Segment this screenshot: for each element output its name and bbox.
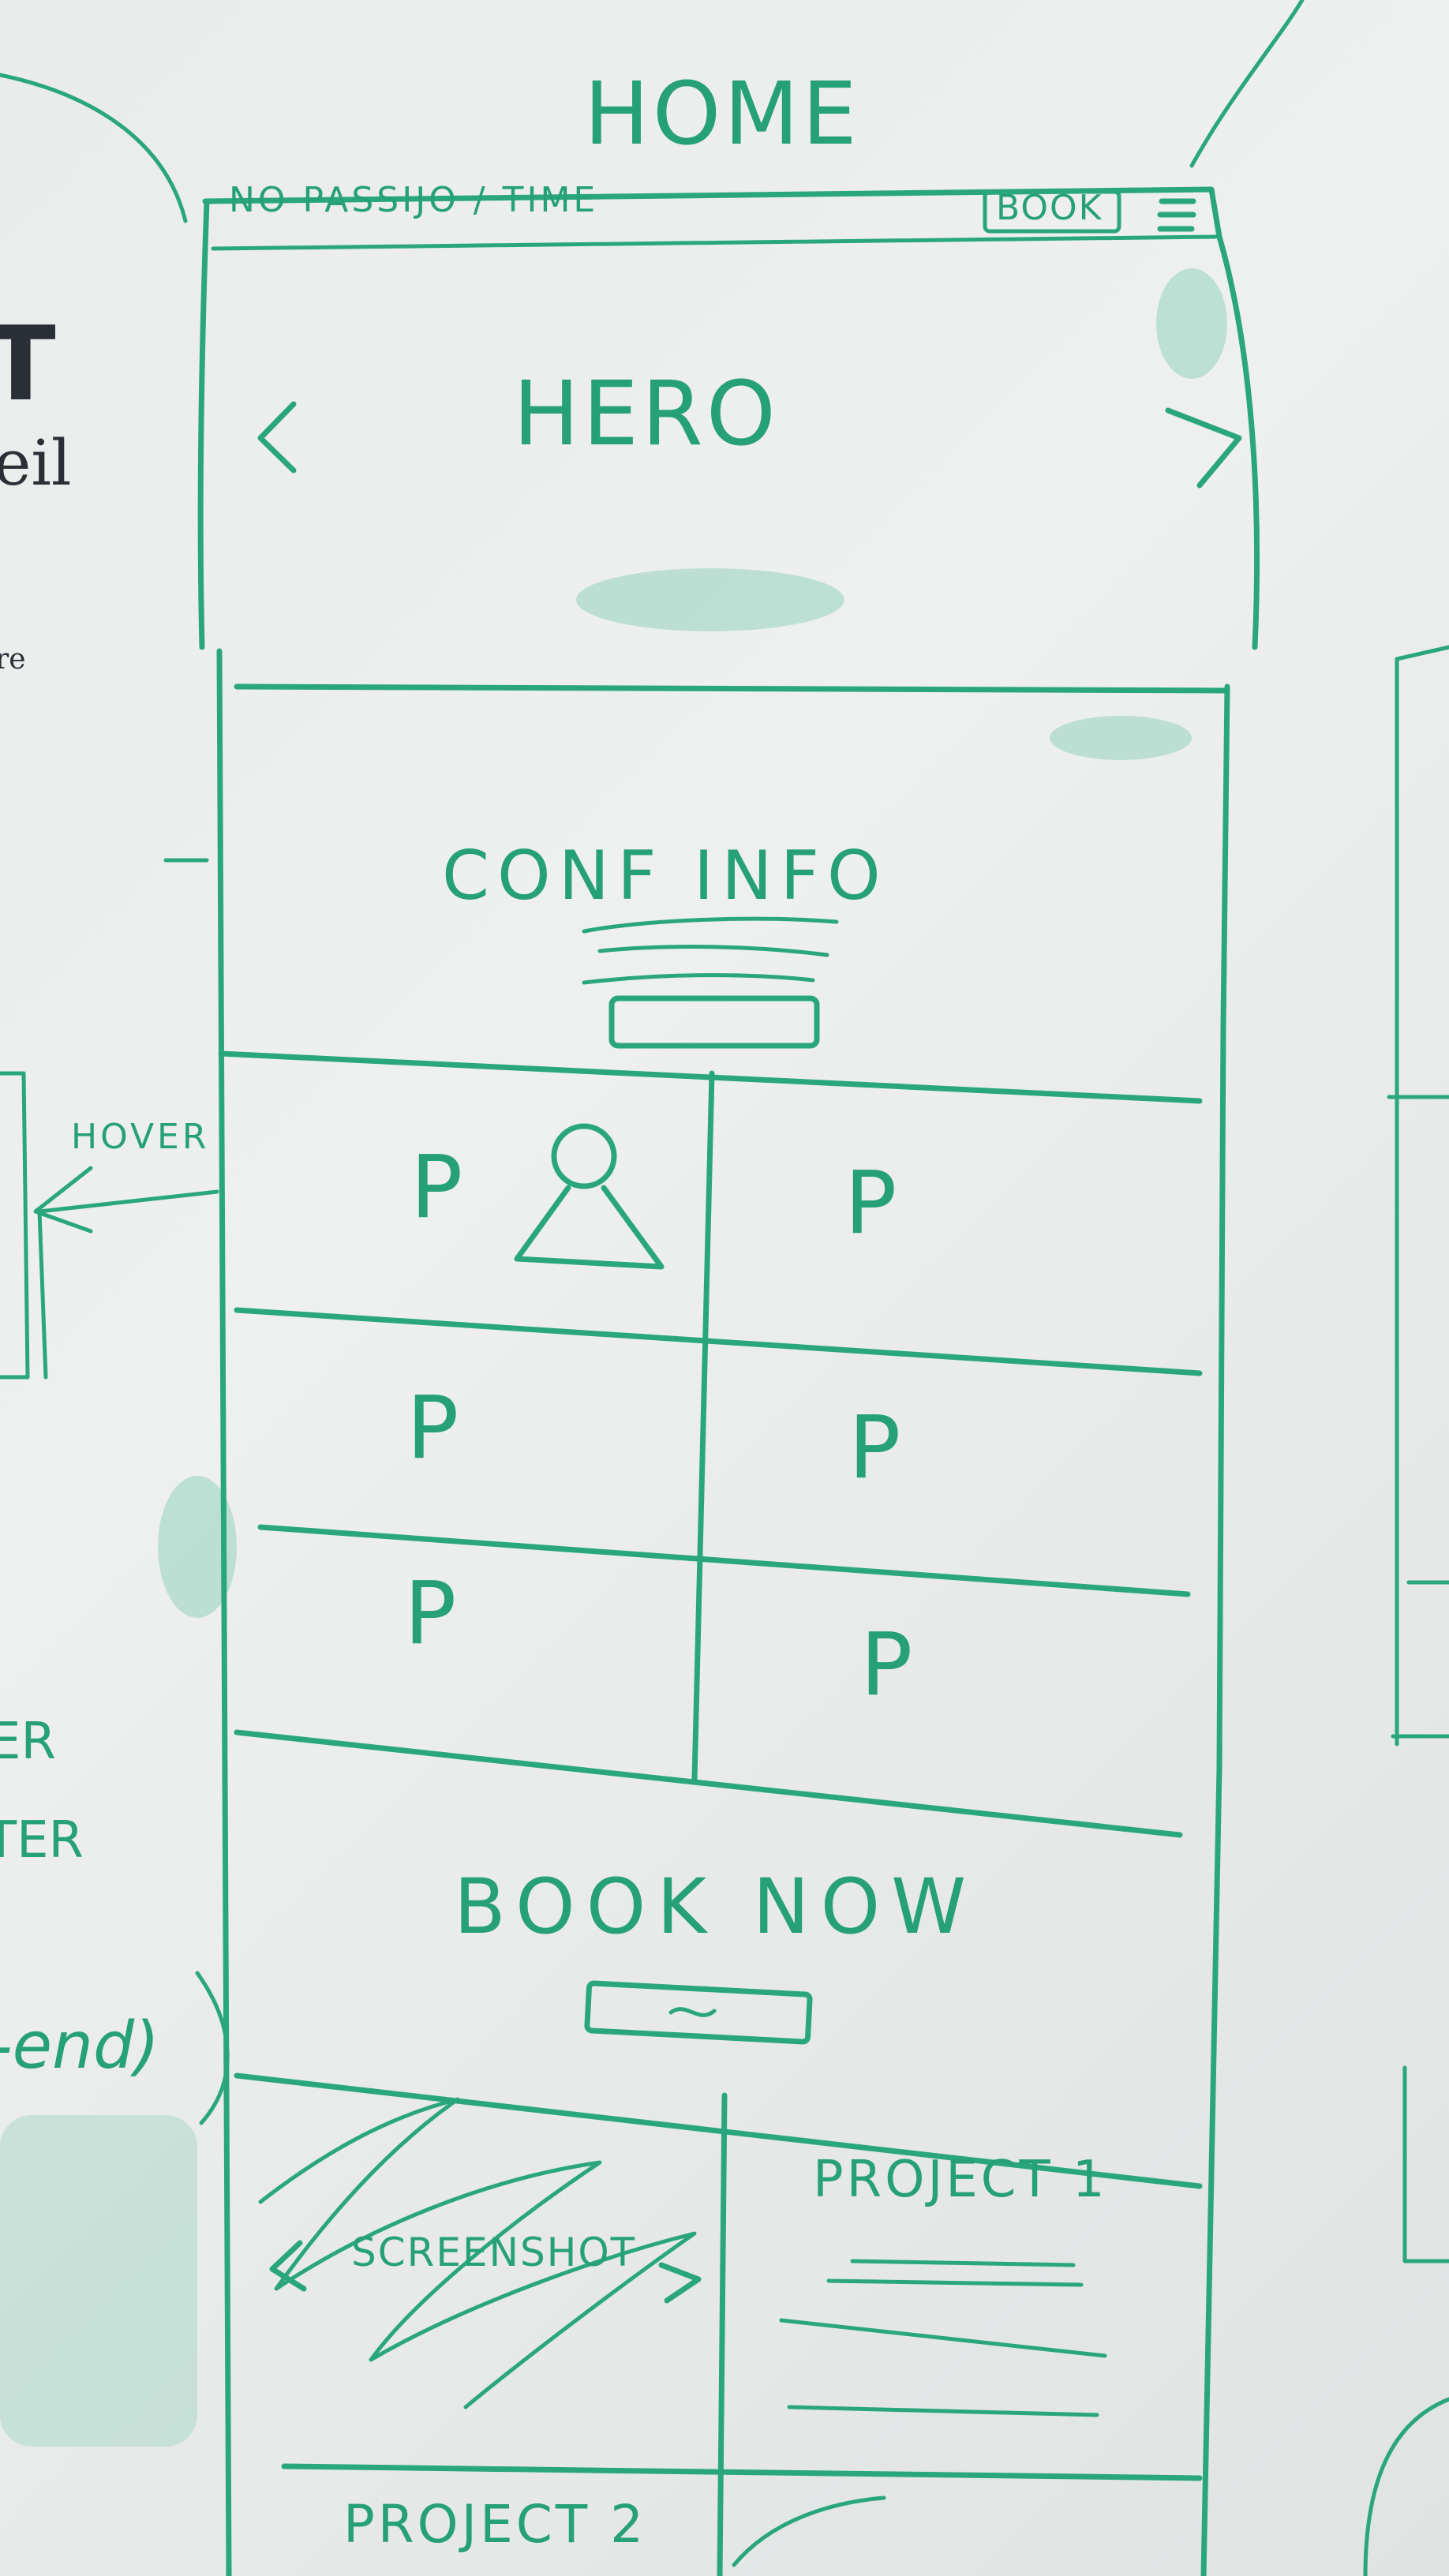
grid-cell-1[interactable]: P [410,1136,466,1237]
book-now-button-squiggle [668,2007,717,2017]
grid-cell-6[interactable]: P [860,1614,916,1715]
project-2-scribble [732,2496,886,2567]
grid-row-line-1 [234,1307,1203,1376]
book-now-button [584,1980,813,2045]
right-arc [1189,0,1305,168]
grid-cell-3[interactable]: P [406,1377,462,1478]
user-avatar-icon [551,1123,617,1189]
grid-bottom-line [234,1729,1183,1838]
hero-prev-chevron [257,401,297,474]
screenshot-next-chevron [658,2262,702,2304]
project-1-line-3 [779,2318,1107,2358]
user-body-icon [514,1185,665,1270]
project-divider [717,2092,728,2576]
grid-row-line-2 [257,1524,1191,1597]
project-1-line-2 [826,2278,1084,2287]
left-note-1: ER [0,1713,56,1771]
topbar-line [211,234,1218,251]
grid-cell-2[interactable]: P [844,1152,900,1253]
grid-mid-divider [691,1070,715,1783]
project-1-label: PROJECT 1 [813,2151,1108,2209]
smudge-top-right [1156,268,1227,379]
hero-next-chevron [1165,407,1242,489]
conf-squiggle-1 [582,916,839,934]
right-frame [1387,645,1449,2263]
left-hover-arrow [33,1166,219,1380]
hero-label: HERO [513,363,779,466]
left-curve [195,1971,230,2125]
left-frame [0,1071,30,1380]
conf-info-button [608,995,820,1049]
left-note-2: TER [0,1811,84,1870]
hover-note: HOVER [71,1117,210,1157]
screenshot-label[interactable]: SCREENSHOT [351,2230,637,2275]
hero-bottom-line [234,683,1230,694]
smudge-hero [576,568,844,631]
left-arc [0,73,188,223]
book-now-label: BOOK NOW [454,1863,978,1951]
smudge-conf [1050,716,1192,760]
book-now-bottom-line [234,2072,1203,2189]
left-small-fragment: re [0,643,26,676]
book-button-box [983,189,1121,234]
book-button-label[interactable]: BOOK [996,188,1103,228]
left-heading-fragment: T [0,304,56,424]
project-2-top-line [281,2463,1203,2481]
conf-squiggle-3 [582,973,815,985]
project-1-line-1 [850,2259,1076,2267]
right-arc-bottom [1363,2397,1449,2576]
left-note-3: -end) [0,2009,160,2084]
screenshot-prev-chevron [269,2240,307,2292]
hamburger-menu-icon [1157,198,1196,232]
left-word-fragment: eil [0,426,72,500]
phone-frame [197,186,1260,2576]
grid-cell-4[interactable]: P [848,1397,904,1498]
smudge-left-mid [158,1476,237,1618]
conf-info-label: CONF INFO [442,837,889,915]
sketch-title: HOME [584,63,860,164]
project-1-line-4 [787,2405,1099,2417]
smudge-left-bottom [0,2115,197,2447]
project-2-label: PROJECT 2 [343,2494,647,2555]
topbar-left-text: NO PASSIJO / TIME [229,180,599,220]
conf-squiggle-2 [597,945,829,957]
grid-cell-5[interactable]: P [404,1563,460,1664]
screenshot-scribble [258,2097,697,2409]
